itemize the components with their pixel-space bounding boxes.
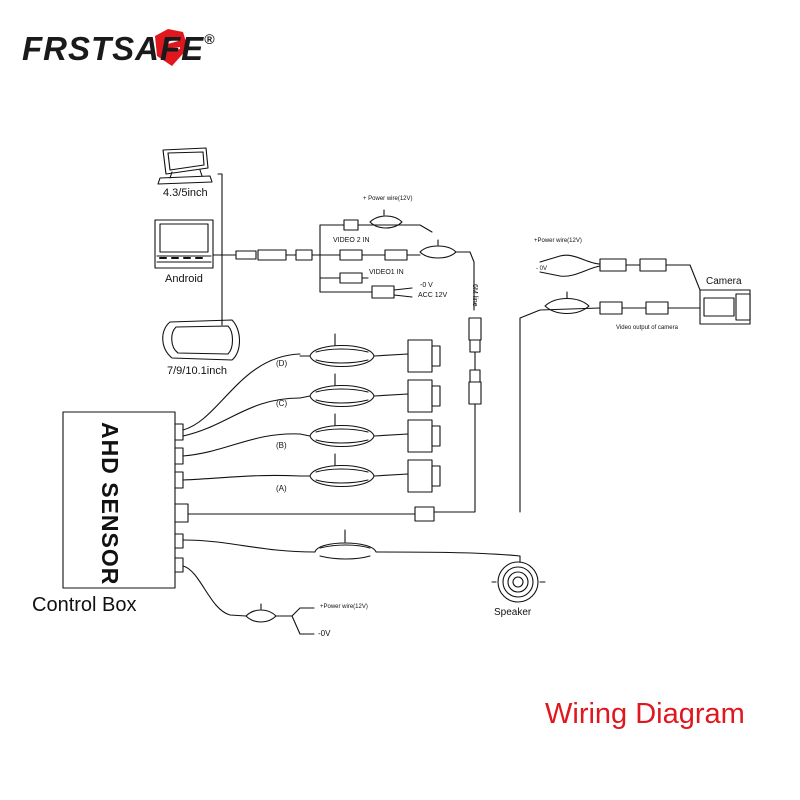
speaker-label: Speaker	[494, 607, 532, 618]
shield-icon	[155, 29, 188, 66]
control-box-name: AHD SENSOR	[97, 422, 123, 586]
mirror-monitor-icon	[162, 319, 241, 361]
android-monitor-icon	[154, 219, 214, 269]
video-output-label: Video output of camera	[616, 325, 678, 331]
sensor-b-icon	[299, 413, 441, 453]
monitor-small-label: 4.3/5inch	[163, 187, 208, 199]
six-m-line-label: 6M line	[471, 284, 478, 307]
camera-icon	[699, 289, 751, 325]
brand-logo	[155, 29, 188, 66]
sensor-a-icon	[299, 453, 441, 493]
power-wire-top-label: + Power wire(12V)	[363, 196, 413, 202]
control-box-icon	[62, 411, 189, 589]
camera-label: Camera	[706, 276, 742, 287]
zero-v-label: -0 V	[420, 282, 433, 289]
speaker-icon	[491, 561, 546, 603]
sensor-label: (A)	[276, 484, 287, 493]
sensor-d-icon	[299, 333, 441, 373]
monitor-mirror-label: 7/9/10.1inch	[167, 365, 227, 377]
camera-ground-label: - 0V	[536, 266, 548, 272]
control-box-subtitle: Control Box	[32, 594, 137, 616]
video1-in-label: VIDEO1 IN	[369, 269, 404, 276]
sensor-c-icon	[299, 373, 441, 413]
acc-12v-label: ACC 12V	[418, 292, 448, 299]
diagram-title: Wiring Diagram	[545, 698, 745, 730]
monitor-android-label: Android	[165, 273, 203, 285]
brand-logo-text: FRSTSAFE®	[22, 30, 216, 67]
sensor-label: (D)	[276, 359, 288, 368]
camera-power-label: +Power wire(12V)	[534, 238, 582, 244]
box-ground-label: -0V	[318, 629, 331, 638]
registered-mark: ®	[204, 31, 216, 47]
box-power-label: +Power wire(12V)	[320, 604, 368, 610]
sensor-label: (B)	[276, 441, 287, 450]
video2-in-label: VIDEO 2 IN	[333, 237, 370, 244]
small-monitor-icon	[157, 147, 213, 185]
sensor-label: (C)	[276, 399, 288, 408]
